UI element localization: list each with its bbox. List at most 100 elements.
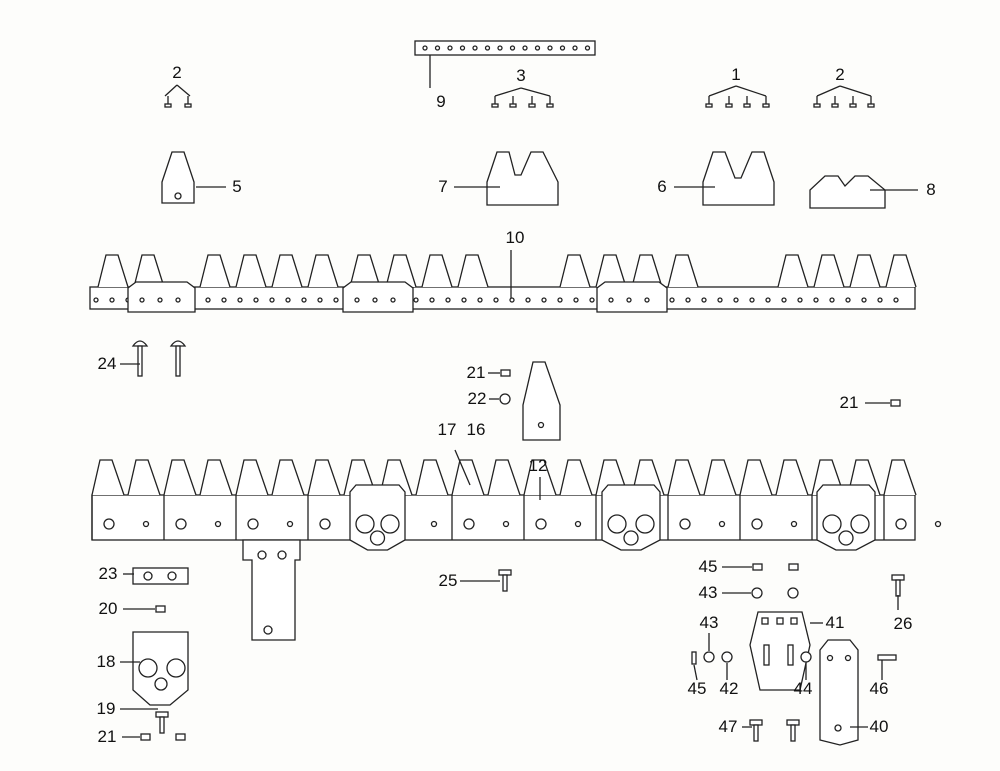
strip-hole xyxy=(459,45,466,51)
callout-label-45: 45 xyxy=(699,557,718,576)
bolt-head xyxy=(891,574,905,581)
knife-hole xyxy=(445,297,451,303)
head-bolt xyxy=(822,514,842,534)
head-bolt xyxy=(850,514,870,534)
rivet-head xyxy=(528,103,536,108)
knife-tooth xyxy=(813,254,845,288)
rivet-head xyxy=(491,103,499,108)
callout-label-18: 18 xyxy=(97,652,116,671)
hold-down-clip xyxy=(342,281,414,313)
callout-label-45: 45 xyxy=(688,679,707,698)
section-tooth xyxy=(199,459,233,496)
small-hardware xyxy=(131,340,905,742)
knife-hole xyxy=(589,297,595,303)
rivet-head xyxy=(509,103,517,108)
section-tooth xyxy=(415,459,449,496)
part-18-head xyxy=(132,631,189,706)
knife-tooth xyxy=(133,254,165,288)
section-bolt xyxy=(175,518,187,530)
knife-hole xyxy=(541,297,547,303)
section-bolt xyxy=(679,518,691,530)
callout-label-43: 43 xyxy=(700,613,719,632)
knife-hole xyxy=(509,297,515,303)
section-hole xyxy=(502,520,510,528)
callout-label-40: 40 xyxy=(870,717,889,736)
callout-label-43: 43 xyxy=(699,583,718,602)
washer xyxy=(787,587,799,599)
head-bolt xyxy=(369,530,386,546)
callout-label-8: 8 xyxy=(926,180,935,199)
callout-label-19: 19 xyxy=(97,699,116,718)
knife-hole xyxy=(461,297,467,303)
strip-hole xyxy=(484,45,491,51)
section-hole xyxy=(718,520,726,528)
head-bolt xyxy=(635,514,655,534)
callout-label-46: 46 xyxy=(870,679,889,698)
strip-hole xyxy=(447,45,453,51)
bolt-head xyxy=(749,719,763,726)
bolt-head xyxy=(786,719,800,726)
section-tooth xyxy=(163,459,197,496)
knife-hole xyxy=(749,297,755,303)
callout-label-21: 21 xyxy=(467,363,486,382)
knife-tooth xyxy=(421,254,453,288)
strip-hole xyxy=(534,45,541,51)
rivet-head xyxy=(743,103,751,108)
nut xyxy=(175,733,186,741)
callout-label-26: 26 xyxy=(894,614,913,633)
callout-label-21: 21 xyxy=(840,393,859,412)
bracket-line xyxy=(708,85,737,97)
knife-hole xyxy=(861,297,867,303)
knife-hole xyxy=(237,297,243,303)
clip-hole xyxy=(372,297,378,303)
callout-label-41: 41 xyxy=(826,613,845,632)
strip-hole xyxy=(434,45,441,51)
section-tooth xyxy=(739,459,773,496)
callout-label-1: 1 xyxy=(731,65,740,84)
knife-hole xyxy=(557,297,563,303)
clip-hole xyxy=(139,297,145,303)
rivet-head xyxy=(762,103,770,108)
callout-label-47: 47 xyxy=(719,717,738,736)
hold-down-clip xyxy=(127,281,196,313)
rivet-groups xyxy=(164,84,875,108)
callout-label-17: 17 xyxy=(438,420,457,439)
section-bolt xyxy=(535,518,547,530)
section-tooth xyxy=(487,459,521,496)
leader-line xyxy=(454,449,471,486)
clip-hole xyxy=(354,297,360,303)
bolt-46 xyxy=(877,654,897,661)
bracket-line xyxy=(839,85,872,97)
callout-label-2: 2 xyxy=(172,63,181,82)
strip-hole xyxy=(472,45,478,51)
callout-label-2: 2 xyxy=(835,65,844,84)
washer xyxy=(499,393,511,405)
knife-bar xyxy=(91,494,916,541)
rivet-head xyxy=(725,103,733,108)
head-bolt xyxy=(623,530,639,546)
knife-tooth xyxy=(271,254,303,288)
strip-hole xyxy=(584,45,591,51)
part-40-bracket xyxy=(819,639,859,746)
section-hole xyxy=(286,520,294,528)
section-tooth xyxy=(559,459,593,496)
knife-tooth xyxy=(457,254,489,288)
washer xyxy=(703,651,715,663)
knife-hole xyxy=(333,297,339,303)
knife-tooth xyxy=(777,254,809,288)
rivet-head xyxy=(849,103,857,108)
callout-label-7: 7 xyxy=(438,177,447,196)
strip-hole xyxy=(422,45,428,51)
knife-hole xyxy=(685,297,691,303)
part-7-guard xyxy=(486,151,559,206)
rivet-head xyxy=(867,103,875,108)
knife-head xyxy=(601,484,661,551)
knife-hole xyxy=(493,297,499,303)
nut xyxy=(500,369,511,377)
washer xyxy=(800,651,812,663)
head-bolt xyxy=(607,514,627,534)
knife-hole xyxy=(413,297,419,303)
